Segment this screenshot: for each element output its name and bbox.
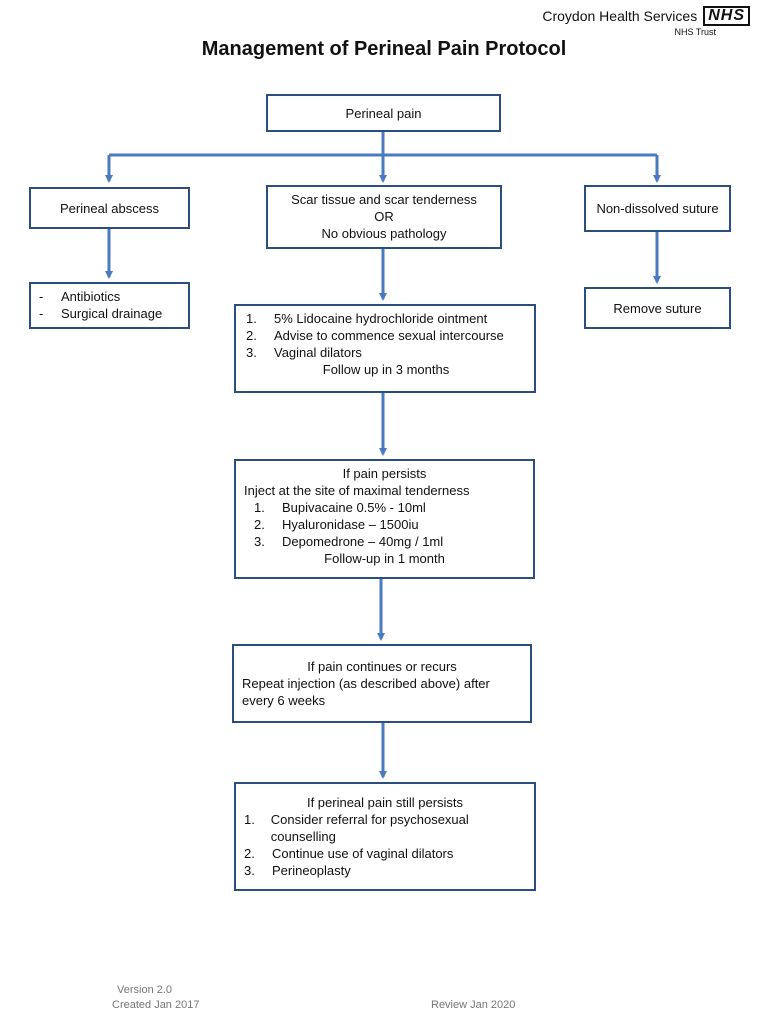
node-scar-tissue: Scar tissue and scar tenderness OR No ob… xyxy=(266,185,502,249)
page-title: Management of Perineal Pain Protocol xyxy=(201,38,567,60)
first-line-followup: Follow up in 3 months xyxy=(322,362,450,377)
footer-created: Created Jan 2017 xyxy=(112,999,200,1011)
still-heading: If perineal pain still persists xyxy=(306,795,464,810)
persists-subheading: Inject at the site of maximal tenderness xyxy=(244,483,470,498)
node-remove-suture: Remove suture xyxy=(584,287,731,329)
injection-item: 3.Depomedrone – 40mg / 1ml xyxy=(254,534,444,549)
still-item: 3.Perineoplasty xyxy=(244,863,351,878)
persists-followup: Follow-up in 1 month xyxy=(324,551,445,566)
injection-item: 1.Bupivacaine 0.5% - 10ml xyxy=(254,500,426,515)
node-non-dissolved-suture-label: Non-dissolved suture xyxy=(596,201,719,216)
nhs-logo: NHS xyxy=(703,6,750,26)
recurs-line-3: every 6 weeks xyxy=(242,693,326,708)
node-perineal-pain: Perineal pain xyxy=(266,94,501,132)
still-item: 2.Continue use of vaginal dilators xyxy=(244,846,454,861)
injection-item: 2.Hyaluronidase – 1500iu xyxy=(254,517,419,532)
recurs-heading: If pain continues or recurs xyxy=(307,659,457,674)
node-pain-persists: If pain persists Inject at the site of m… xyxy=(234,459,535,579)
still-item: 1.Consider referral for psychosexual cou… xyxy=(244,812,469,844)
still-list: 1.Consider referral for psychosexual cou… xyxy=(244,811,526,879)
abscess-action-item: -Surgical drainage xyxy=(39,306,163,321)
recurs-line-2: Repeat injection (as described above) af… xyxy=(242,676,490,691)
abscess-action-item: -Antibiotics xyxy=(39,289,121,304)
footer-version: Version 2.0 xyxy=(117,984,173,996)
first-line-item: 3.Vaginal dilators xyxy=(246,345,362,360)
footer-review: Review Jan 2020 xyxy=(431,999,516,1011)
node-abscess-actions: -Antibiotics -Surgical drainage xyxy=(29,282,190,329)
node-perineal-abscess: Perineal abscess xyxy=(29,187,190,229)
persists-heading: If pain persists xyxy=(342,466,427,481)
org-name: Croydon Health Services xyxy=(542,8,698,24)
node-perineal-abscess-label: Perineal abscess xyxy=(60,200,159,216)
node-remove-suture-label: Remove suture xyxy=(613,300,702,316)
injection-list: 1.Bupivacaine 0.5% - 10ml 2.Hyaluronidas… xyxy=(244,499,525,550)
first-line-item: 2.Advise to commence sexual intercourse xyxy=(246,328,504,343)
scar-line-3: No obvious pathology xyxy=(321,226,447,241)
org-subtitle: NHS Trust xyxy=(674,27,716,37)
node-perineal-pain-label: Perineal pain xyxy=(345,105,422,121)
nhs-trust-logo: Croydon Health Services NHS NHS Trust xyxy=(542,6,750,37)
first-line-item: 1.5% Lidocaine hydrochloride ointment xyxy=(246,311,488,326)
first-line-list: 1.5% Lidocaine hydrochloride ointment 2.… xyxy=(246,310,526,361)
node-first-line-treatment: 1.5% Lidocaine hydrochloride ointment 2.… xyxy=(234,304,536,393)
abscess-actions-list: -Antibiotics -Surgical drainage xyxy=(39,288,180,322)
scar-line-1: Scar tissue and scar tenderness xyxy=(291,192,477,207)
node-non-dissolved-suture: Non-dissolved suture xyxy=(584,185,731,232)
node-pain-recurs: If pain continues or recurs Repeat injec… xyxy=(232,644,532,723)
scar-line-2: OR xyxy=(374,209,394,224)
node-still-persists: If perineal pain still persists 1.Consid… xyxy=(234,782,536,891)
